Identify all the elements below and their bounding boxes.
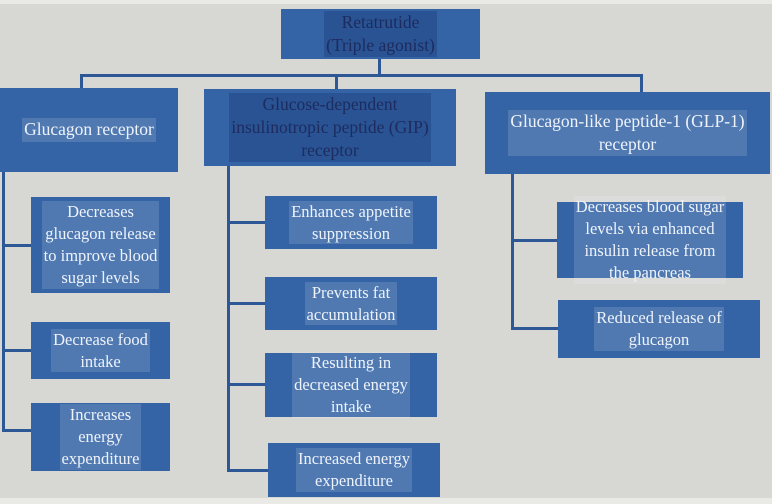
connector-left-stub-3 [2,429,32,432]
node-increases-energy-expenditure: Increases energy expenditure [31,403,170,471]
node-glucagon-receptor-label: Glucagon receptor [22,118,156,142]
connector-left-stub-2 [2,349,32,352]
node-reduced-glucagon-release: Reduced release of glucagon [558,300,760,358]
connector-drop-right-branch [640,74,643,93]
top-edge-strip [0,0,772,4]
node-glp1-receptor-label: Glucagon-like peptide-1 (GLP-1) receptor [508,109,747,157]
node-retatrutide-root: Retatrutide (Triple agonist) [281,9,480,59]
node-glucagon-receptor: Glucagon receptor [0,88,178,172]
node-retatrutide-label: Retatrutide (Triple agonist) [324,10,437,58]
node-prevents-fat-accumulation-label: Prevents fat accumulation [304,281,398,326]
node-enhances-appetite-suppression-label: Enhances appetite suppression [289,200,413,245]
node-prevents-fat-accumulation: Prevents fat accumulation [265,277,437,330]
bottom-edge-strip [0,498,772,504]
connector-drop-middle-branch [335,74,338,90]
node-increased-energy-expenditure: Increased energy expenditure [268,443,440,497]
connector-left-stub-1 [2,244,32,247]
node-decreased-energy-intake-label: Resulting in decreased energy intake [292,352,410,418]
connector-middle-stub-4 [227,469,269,472]
node-decreases-blood-sugar: Decreases blood sugar levels via enhance… [557,196,743,284]
node-reduced-glucagon-release-label: Reduced release of glucagon [594,307,724,351]
node-increases-energy-expenditure-label: Increases energy expenditure [59,404,142,470]
node-enhances-appetite-suppression: Enhances appetite suppression [265,196,437,249]
connector-right-vline [511,174,514,330]
connector-right-stub-2 [511,327,559,330]
connector-top-horizontal [80,74,643,77]
node-decreases-blood-sugar-label: Decreases blood sugar levels via enhance… [573,196,727,284]
node-decrease-food-intake: Decrease food intake [31,322,170,379]
node-decreases-glucagon-release-label: Decreases glucagon release to improve bl… [41,201,160,289]
connector-middle-stub-3 [227,383,266,386]
node-decrease-food-intake-label: Decrease food intake [51,328,150,373]
connector-left-vline [2,172,5,432]
connector-right-stub-1 [511,239,558,242]
node-gip-receptor: Glucose-dependent insulinotropic peptide… [204,89,456,166]
connector-drop-left-branch [80,74,83,89]
connector-root-drop [378,58,381,77]
connector-middle-stub-1 [227,221,266,224]
node-gip-receptor-label: Glucose-dependent insulinotropic peptide… [229,92,431,163]
connector-middle-vline [227,166,230,472]
node-increased-energy-expenditure-label: Increased energy expenditure [296,448,412,492]
node-glp1-receptor: Glucagon-like peptide-1 (GLP-1) receptor [485,92,770,174]
node-decreases-glucagon-release: Decreases glucagon release to improve bl… [31,197,170,293]
connector-middle-stub-2 [227,302,266,305]
node-decreased-energy-intake: Resulting in decreased energy intake [265,352,437,418]
